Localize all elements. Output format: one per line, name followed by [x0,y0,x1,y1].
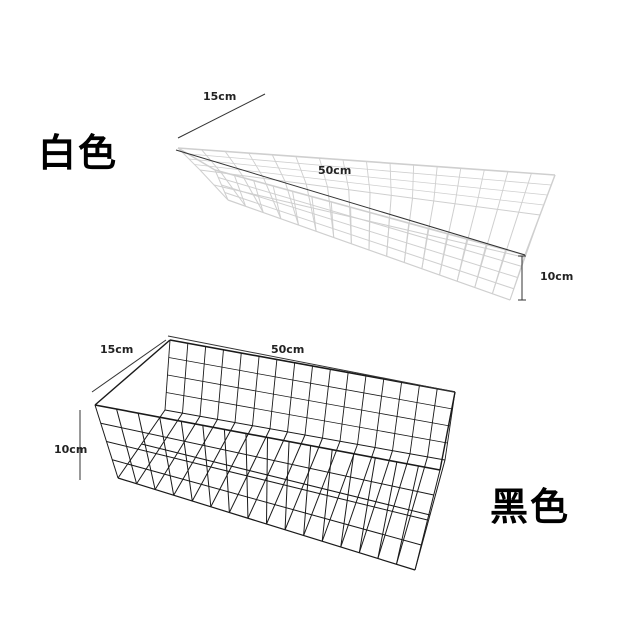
right-rim [439,391,456,471]
black-length-line [167,335,456,393]
white-length-line [175,149,526,256]
black-wire-basket [94,339,456,571]
back-rail [194,164,544,206]
front-rail [106,441,428,521]
white-length-label: 50cm [318,164,352,177]
white-height-label: 10cm [540,270,574,283]
back-rail [168,357,453,410]
front-rail [224,192,514,290]
dimension-lines [79,93,526,480]
front-rail [218,177,522,267]
front-rail [100,422,434,496]
white-width-label: 15cm [203,90,237,103]
back-rail [167,374,451,427]
white-wire-basket [177,147,556,301]
front-rail [221,184,518,278]
black-height-label: 10cm [54,443,88,456]
front-rail [112,459,422,546]
bottom-rail [141,443,431,516]
black-width-line [91,339,167,393]
back-rail [188,158,548,196]
black-width-label: 15cm [100,343,134,356]
back-rail [166,392,448,444]
white-color-label: 白色 [38,131,119,175]
bottom-rail [213,184,526,258]
left-rim [94,339,171,406]
black-color-label: 黑色 [490,485,571,529]
back-rail [183,153,552,186]
white-width-line [177,93,266,139]
black-length-label: 50cm [271,343,305,356]
